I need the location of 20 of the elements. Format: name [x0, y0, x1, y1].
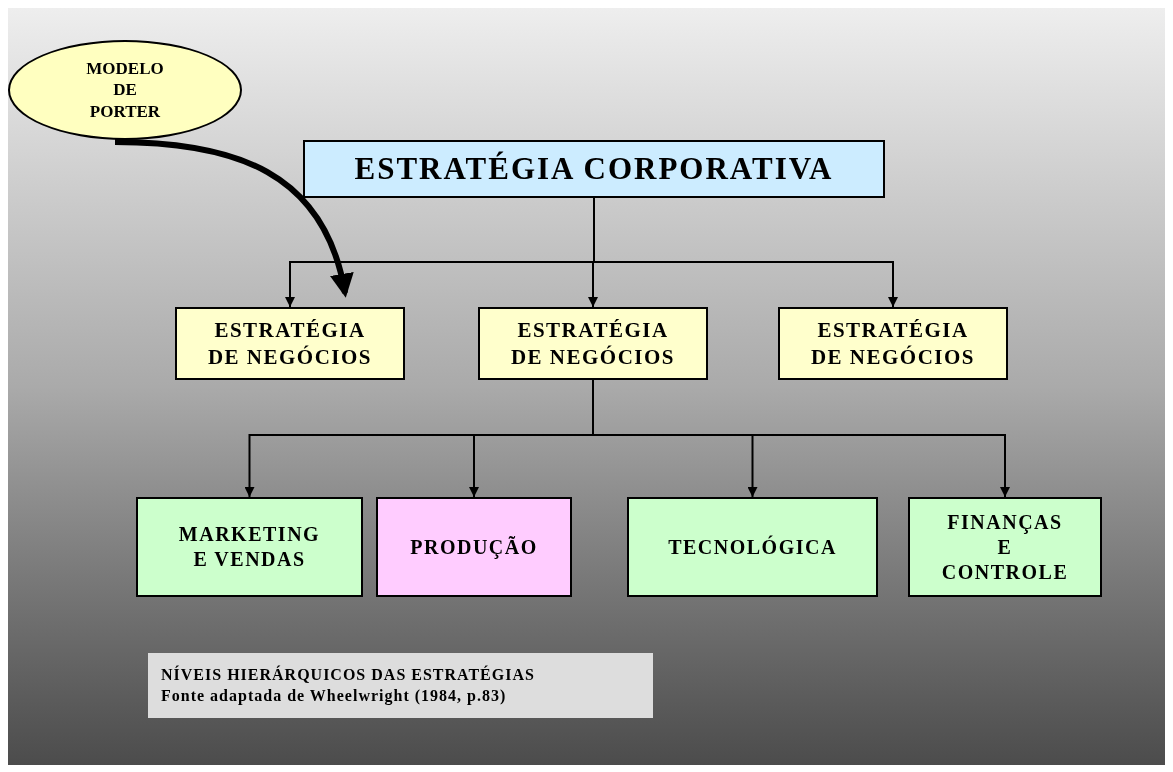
process-box	[175, 307, 405, 380]
node-text: ESTRATÉGIA DE NEGÓCIOS	[206, 317, 374, 370]
caption-text: NÍVEIS HIERÁRQUICOS DAS ESTRATÉGIAS	[161, 664, 536, 685]
process-box	[908, 497, 1102, 597]
arrow	[114, 139, 353, 298]
node-text: ESTRATÉGIA CORPORATIVA	[353, 149, 835, 188]
node-text: ESTRATÉGIA DE NEGÓCIOS	[509, 317, 677, 370]
process-box	[376, 497, 572, 597]
node-text: ESTRATÉGIA DE NEGÓCIOS	[809, 317, 977, 370]
process-box	[778, 307, 1008, 380]
node-text: PRODUÇÃO	[409, 534, 539, 560]
process-box	[478, 307, 708, 380]
title-box	[303, 140, 885, 198]
caption-text: Fonte adaptada de Wheelwright (1984, p.83)	[161, 685, 508, 707]
node-text: MODELO DE PORTER	[85, 58, 165, 122]
process-box	[627, 497, 878, 597]
node-text: TECNOLÓGICA	[667, 534, 838, 560]
node-text: FINANÇAS E CONTROLE	[940, 509, 1070, 585]
node-text: MARKETING E VENDAS	[177, 522, 322, 572]
process-box	[136, 497, 363, 597]
